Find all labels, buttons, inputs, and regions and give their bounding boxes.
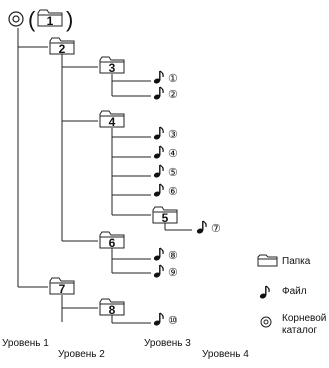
music-note-flag — [159, 70, 164, 78]
music-note-flag — [159, 126, 164, 134]
music-note-flag — [202, 220, 207, 228]
root-paren-open: ( — [28, 7, 36, 32]
file-1: ① — [153, 70, 178, 85]
folder-icon — [99, 231, 125, 249]
folder-icon — [152, 206, 178, 224]
music-note-icon — [153, 191, 161, 197]
folder-icon — [37, 9, 63, 27]
music-note-icon — [153, 153, 161, 159]
folder-number: 2 — [59, 42, 66, 56]
file-number: ⑦ — [211, 223, 221, 235]
folder-5: 5 — [152, 206, 178, 225]
music-note-icon — [259, 293, 267, 299]
music-note-icon — [196, 228, 204, 234]
level-label-4: Уровень 4 — [202, 349, 249, 360]
music-note-flag — [159, 247, 164, 255]
folder-icon — [49, 37, 75, 55]
folder-3: 3 — [99, 56, 125, 75]
music-note-icon — [153, 134, 161, 140]
file-number: ② — [168, 89, 178, 101]
folder-7: 7 — [49, 277, 75, 296]
music-note-flag — [159, 312, 164, 320]
legend-root-label-line2: каталог — [282, 325, 317, 336]
music-note-icon — [153, 255, 161, 261]
file-8: ⑧ — [153, 247, 178, 262]
file-number: ⑤ — [168, 167, 178, 179]
music-note-icon — [153, 94, 161, 100]
music-note-flag — [159, 164, 164, 172]
folder-number: 8 — [109, 303, 116, 317]
file-number: ③ — [168, 129, 178, 141]
folder-number: 7 — [59, 282, 66, 296]
root-paren-close: ) — [66, 7, 73, 32]
folder-icon — [257, 254, 278, 267]
music-note-flag — [159, 264, 164, 272]
level-labels: Уровень 1 Уровень 2 Уровень 3 Уровень 4 — [2, 338, 249, 360]
file-number: ⑧ — [168, 250, 178, 262]
music-note-flag — [159, 183, 164, 191]
file-9: ⑨ — [153, 264, 178, 279]
legend-root-label-line1: Корневой — [282, 313, 326, 324]
file-2: ② — [153, 86, 178, 101]
folder-number: 1 — [47, 14, 54, 28]
legend-folder-label: Папка — [282, 256, 311, 267]
folder-icon — [99, 298, 125, 316]
folder-8: 8 — [99, 298, 125, 317]
file-number: ① — [168, 73, 178, 85]
folder-icon — [99, 56, 125, 74]
legend-file: Файл — [259, 285, 307, 299]
folder-icon — [49, 277, 75, 295]
folder-number: 4 — [109, 115, 116, 129]
file-number: ⑥ — [168, 186, 178, 198]
tree-connectors — [17, 28, 192, 324]
folder-4: 4 — [99, 110, 125, 129]
root-icon-inner — [12, 15, 20, 23]
music-note-icon — [153, 320, 161, 326]
file-7: ⑦ — [196, 220, 221, 235]
file-3: ③ — [153, 126, 178, 141]
folder-icon — [99, 110, 125, 128]
music-note-icon — [153, 272, 161, 278]
music-note-icon — [153, 172, 161, 178]
legend-folder: Папка — [257, 254, 311, 267]
root-folder-1: 1 — [37, 9, 63, 28]
folder-number: 3 — [109, 61, 116, 75]
folder-number: 5 — [162, 211, 169, 225]
file-number: ⑨ — [168, 267, 178, 279]
file-10: ⑩ — [153, 312, 178, 327]
music-note-flag — [265, 285, 270, 293]
root-icon-inner — [263, 319, 269, 325]
file-4: ④ — [153, 145, 178, 160]
file-number: ④ — [168, 148, 178, 160]
folder-number: 6 — [109, 236, 116, 250]
folder-6: 6 — [99, 231, 125, 250]
legend-file-label: Файл — [282, 286, 307, 297]
folder-2: 2 — [49, 37, 75, 56]
root-directory: () — [8, 7, 73, 32]
level-label-2: Уровень 2 — [58, 349, 105, 360]
music-note-flag — [159, 86, 164, 94]
file-number: ⑩ — [168, 315, 178, 327]
file-6: ⑥ — [153, 183, 178, 198]
music-note-flag — [159, 145, 164, 153]
music-note-icon — [153, 78, 161, 84]
file-5: ⑤ — [153, 164, 178, 179]
level-label-3: Уровень 3 — [144, 338, 191, 349]
level-label-1: Уровень 1 — [2, 338, 49, 349]
